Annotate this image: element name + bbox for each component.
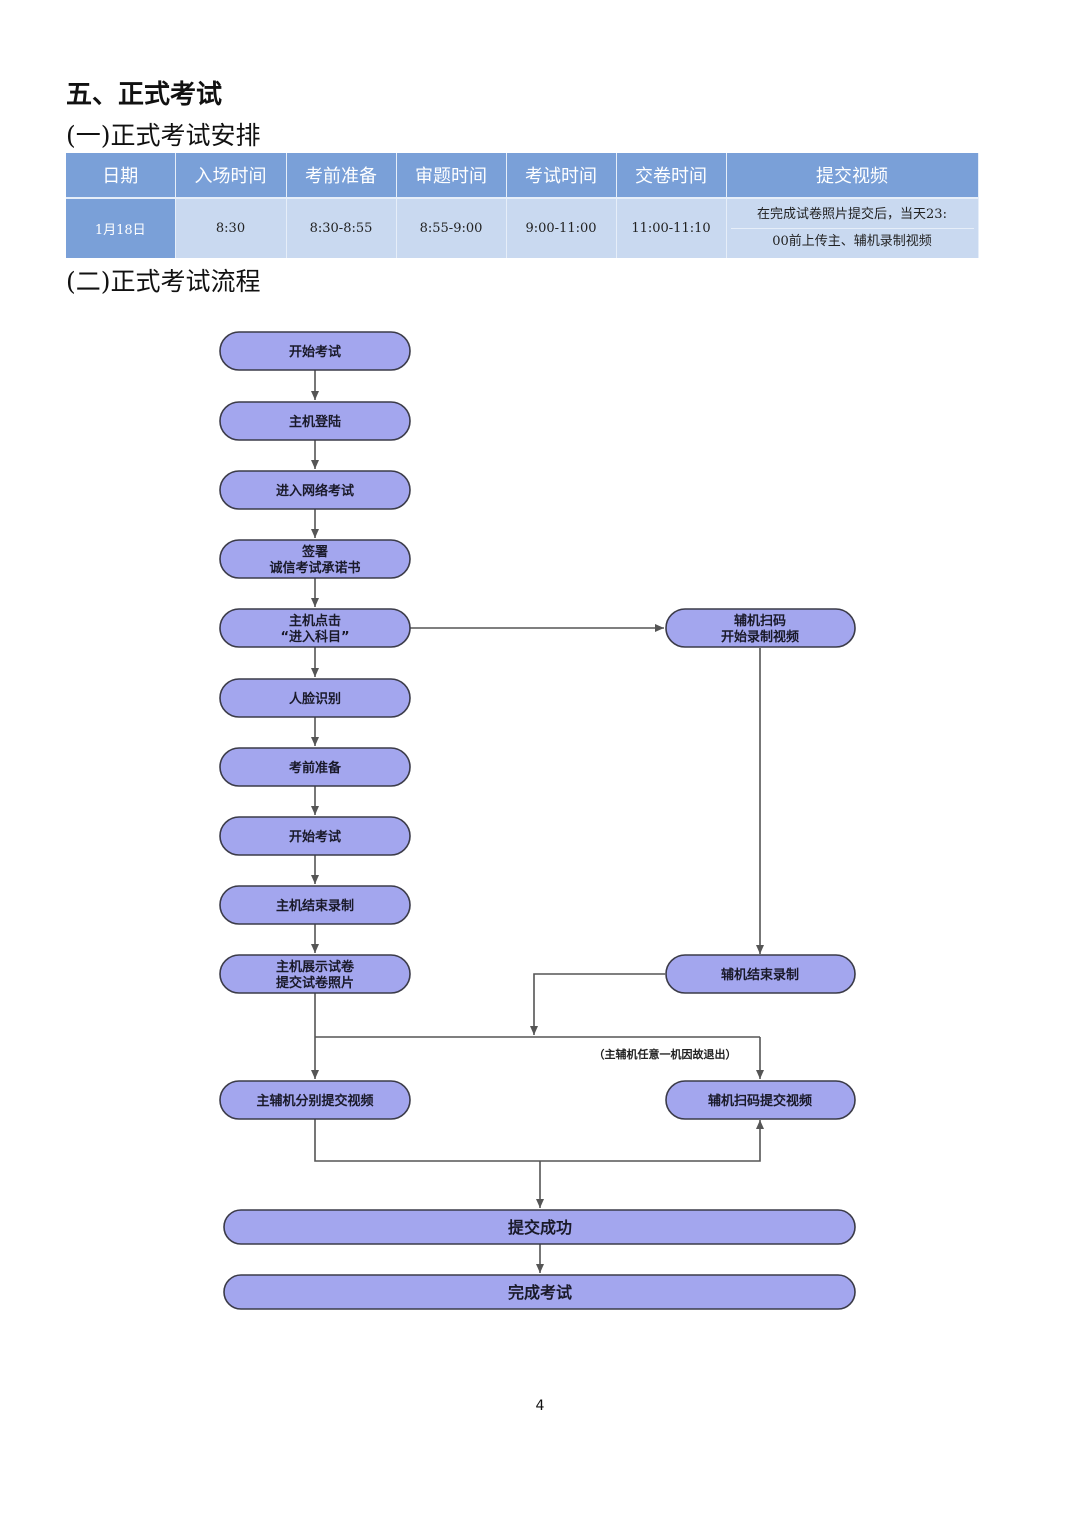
node-host-click-line1: 主机点击: [289, 613, 341, 629]
schedule-table: 日期 入场时间 考前准备 审题时间 考试时间 交卷时间 提交视频 1月18日 8…: [66, 153, 979, 258]
cell-prep: 8:30-8:55: [286, 197, 397, 258]
header-date: 日期: [66, 153, 176, 198]
header-exam-time: 考试时间: [506, 153, 617, 198]
cell-date: 1月18日: [66, 197, 176, 258]
node-aux-scan-submit-video-label: 辅机扫码提交视频: [708, 1093, 812, 1109]
node-submit-success: 提交成功: [223, 1209, 856, 1245]
node-aux-end-recording: 辅机结束录制: [665, 954, 856, 994]
header-entry-time: 入场时间: [175, 153, 287, 198]
subsection-title-schedule: (一)正式考试安排: [66, 121, 261, 150]
node-aux-scan-line2: 开始录制视频: [721, 629, 799, 645]
node-host-click-line2: “进入科目”: [280, 629, 349, 645]
cell-review-time: 8:55-9:00: [396, 197, 507, 258]
header-submit-time: 交卷时间: [616, 153, 727, 198]
cell-submit-time: 11:00-11:10: [616, 197, 727, 258]
flow-edges: [311, 370, 764, 1273]
node-pre-exam-prep: 考前准备: [219, 747, 411, 787]
node-start-exam-2-label: 开始考试: [289, 829, 341, 845]
node-host-end-recording: 主机结束录制: [219, 885, 411, 925]
section-title: 五、正式考试: [66, 80, 223, 110]
node-host-click-subject: 主机点击 “进入科目”: [219, 608, 411, 648]
page-number: 4: [535, 1398, 545, 1414]
node-enter-network-exam-label: 进入网络考试: [276, 483, 354, 499]
node-start-exam-2: 开始考试: [219, 816, 411, 856]
edge-auxend-join: [530, 973, 665, 1035]
node-host-show-paper-line2: 提交试卷照片: [276, 975, 354, 991]
node-start-exam-label: 开始考试: [289, 344, 341, 360]
video-note-line-2: 00前上传主、辅机录制视频: [772, 234, 932, 249]
node-both-submit-video-label: 主辅机分别提交视频: [256, 1093, 373, 1109]
node-both-submit-video: 主辅机分别提交视频: [219, 1080, 411, 1120]
schedule-data-row: 1月18日 8:30 8:30-8:55 8:55-9:00 9:00-11:0…: [66, 197, 979, 258]
node-complete-exam: 完成考试: [223, 1274, 856, 1310]
header-review-time: 审题时间: [396, 153, 507, 198]
node-aux-scan-submit-video: 辅机扫码提交视频: [665, 1080, 856, 1120]
node-aux-scan-line1: 辅机扫码: [734, 613, 786, 629]
node-sign-pledge: 签署 诚信考试承诺书: [219, 539, 411, 579]
node-host-show-paper-line1: 主机展示试卷: [276, 959, 355, 975]
node-submit-success-label: 提交成功: [508, 1218, 572, 1237]
node-host-login-label: 主机登陆: [289, 414, 341, 430]
edge-bottom-loop: [314, 1119, 764, 1162]
node-pre-exam-prep-label: 考前准备: [289, 760, 342, 776]
node-host-show-paper: 主机展示试卷 提交试卷照片: [219, 954, 411, 994]
node-start-exam: 开始考试: [219, 331, 411, 371]
video-note-line-1: 在完成试卷照片提交后，当天23:: [730, 202, 974, 229]
header-video: 提交视频: [726, 153, 979, 198]
cell-entry-time: 8:30: [175, 197, 287, 258]
node-complete-exam-label: 完成考试: [508, 1283, 572, 1302]
subsection-title-flow: (二)正式考试流程: [66, 267, 261, 296]
node-face-recognition: 人脸识别: [219, 678, 411, 718]
exit-note: （主辅机任意一机因故退出）: [594, 1047, 737, 1061]
node-sign-pledge-line2: 诚信考试承诺书: [269, 560, 360, 576]
cell-video-note: 在完成试卷照片提交后，当天23: 00前上传主、辅机录制视频: [726, 197, 979, 258]
node-aux-end-recording-label: 辅机结束录制: [721, 967, 799, 983]
node-aux-scan-start-recording: 辅机扫码 开始录制视频: [665, 608, 856, 648]
node-sign-pledge-line1: 签署: [301, 544, 328, 560]
header-prep: 考前准备: [286, 153, 397, 198]
cell-exam-time: 9:00-11:00: [506, 197, 617, 258]
node-enter-network-exam: 进入网络考试: [219, 470, 411, 510]
node-face-recognition-label: 人脸识别: [289, 691, 341, 707]
schedule-header-row: 日期 入场时间 考前准备 审题时间 考试时间 交卷时间 提交视频: [66, 153, 979, 198]
node-host-login: 主机登陆: [219, 401, 411, 441]
node-host-end-recording-label: 主机结束录制: [276, 898, 354, 914]
